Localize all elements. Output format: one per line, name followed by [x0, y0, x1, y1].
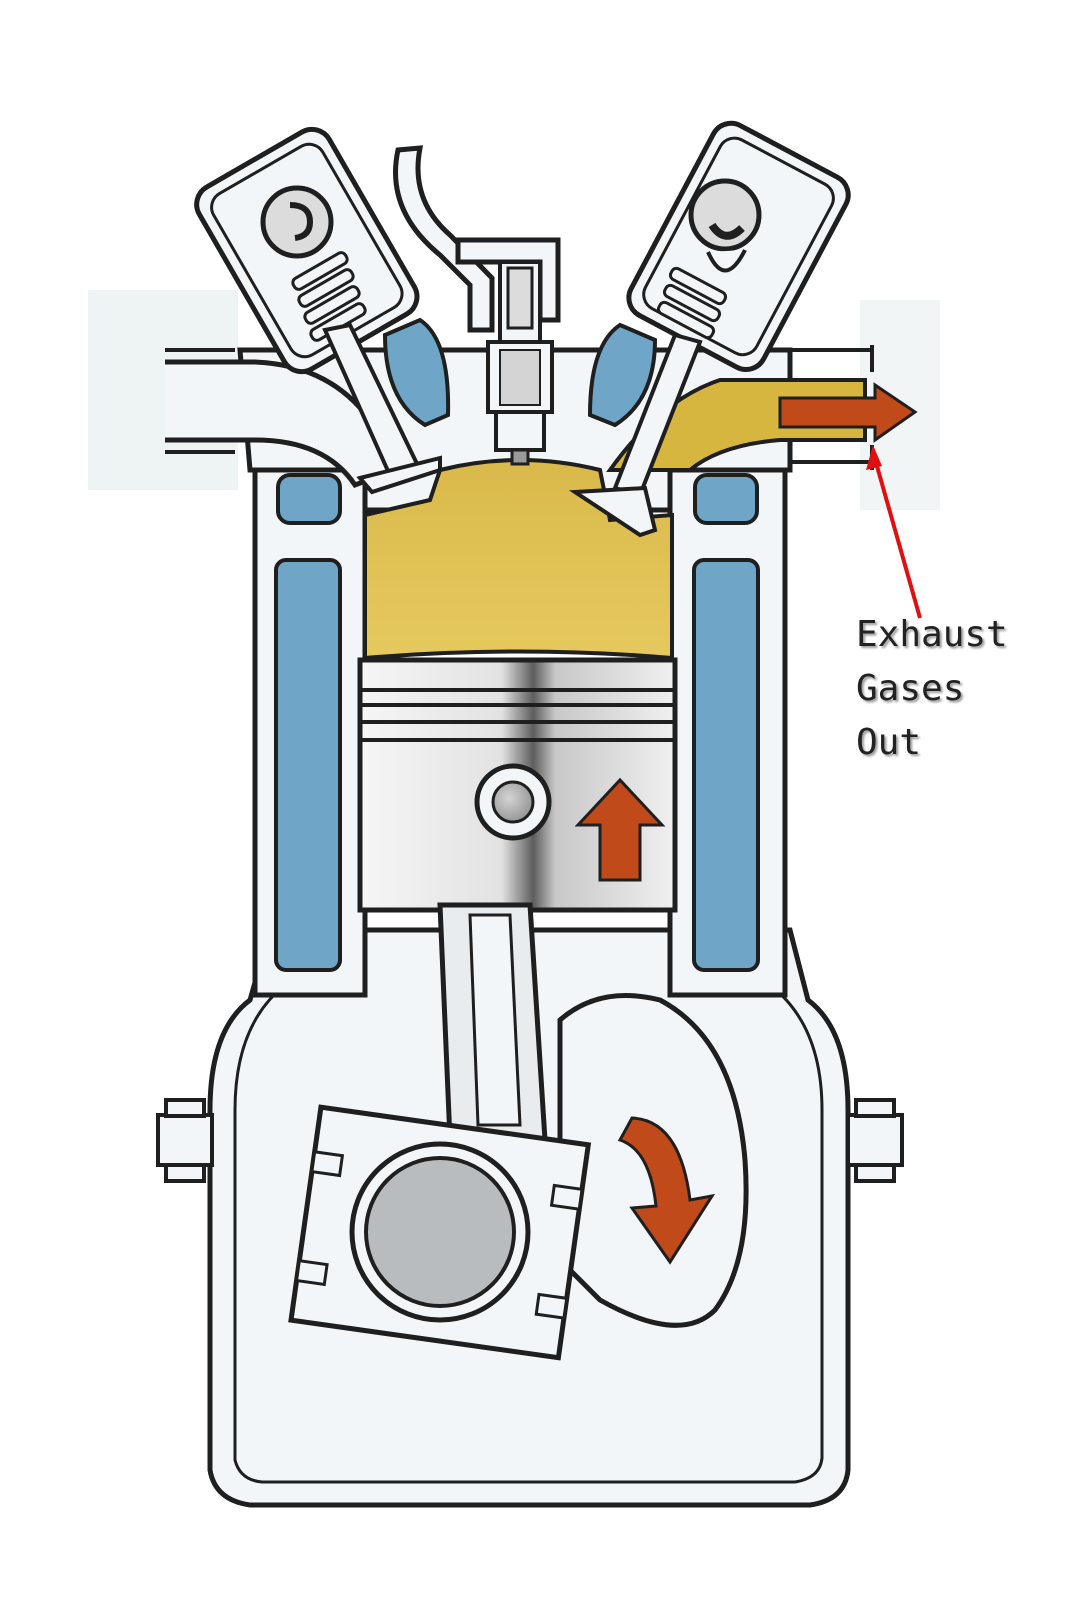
right-upper-coolant: [693, 473, 759, 525]
intake-valve-spring: [291, 251, 367, 342]
annotation-line-1: Exhaust: [856, 614, 1008, 655]
exhaust-valve-head: [568, 485, 658, 538]
intake-camshaft: [260, 185, 334, 259]
left-head-coolant: [382, 317, 451, 428]
crank-journal: [364, 1156, 516, 1308]
left-coolant-jacket: [274, 558, 342, 972]
left-flange-bolt: [156, 1098, 214, 1183]
exhaust-valve-spring: [656, 266, 728, 340]
spark-plug-lead: [393, 145, 495, 333]
crank-rotation-arrow-icon: [617, 1116, 716, 1265]
right-coolant-jacket: [692, 558, 760, 972]
annotation-pointer-head: [866, 445, 882, 470]
exhaust-annotation-label: Exhaust Gases Out: [856, 608, 1056, 770]
annotation-line-2: Gases: [856, 668, 965, 709]
left-upper-coolant: [276, 473, 342, 525]
right-flange-bolt: [846, 1098, 904, 1183]
annotation-pointer-line: [871, 451, 922, 619]
exhaust-cam-lobe: [706, 249, 747, 273]
intake-valve-head: [356, 455, 442, 495]
crankcase-inner-wall: [233, 983, 824, 1484]
exhaust-flow-arrow-icon: [778, 382, 918, 443]
piston-up-arrow-icon: [574, 777, 666, 882]
annotation-line-3: Out: [856, 722, 922, 763]
spark-plug-electrode: [510, 448, 530, 466]
right-head-coolant: [587, 322, 658, 428]
